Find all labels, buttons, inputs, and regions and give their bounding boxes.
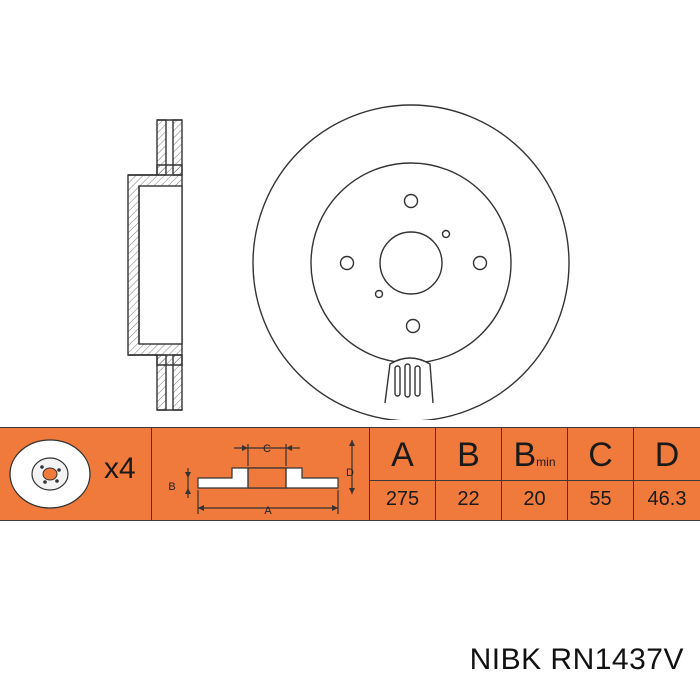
disc-side-section	[127, 119, 183, 411]
disc-quantity-cell: x4	[0, 428, 152, 520]
column-c-value: 55	[568, 480, 633, 517]
specification-bar: x4	[0, 427, 700, 521]
dimension-sketch: C D B A	[168, 440, 355, 517]
column-a-header: A	[391, 436, 414, 474]
column-bmin-value: 20	[502, 480, 567, 517]
column-c: C 55	[568, 428, 634, 520]
dim-label-d: D	[346, 467, 354, 479]
part-number-caption: NIBK RN1437V	[469, 643, 684, 676]
dim-label-c: C	[263, 443, 271, 455]
dim-label-a: A	[264, 505, 272, 517]
column-b-value: 22	[436, 480, 501, 517]
dimension-sketch-cell: C D B A	[152, 428, 370, 520]
column-d: D 46.3	[634, 428, 700, 520]
column-bmin-subscript: min	[536, 455, 556, 469]
column-bmin-header: Bmin	[513, 436, 556, 474]
brake-disc-drawing	[127, 104, 570, 420]
quantity-label: x4	[104, 452, 136, 485]
dim-label-b: B	[168, 481, 175, 493]
column-c-header: C	[588, 436, 613, 474]
column-b-header: B	[457, 436, 480, 474]
disc-front-view	[252, 104, 570, 420]
column-b: B 22	[436, 428, 502, 520]
column-a-value: 275	[370, 480, 435, 517]
column-d-value: 46.3	[634, 480, 700, 517]
disc-icon	[9, 439, 91, 509]
column-bmin: Bmin 20	[502, 428, 568, 520]
column-d-header: D	[654, 436, 680, 474]
column-a: A 275	[370, 428, 436, 520]
